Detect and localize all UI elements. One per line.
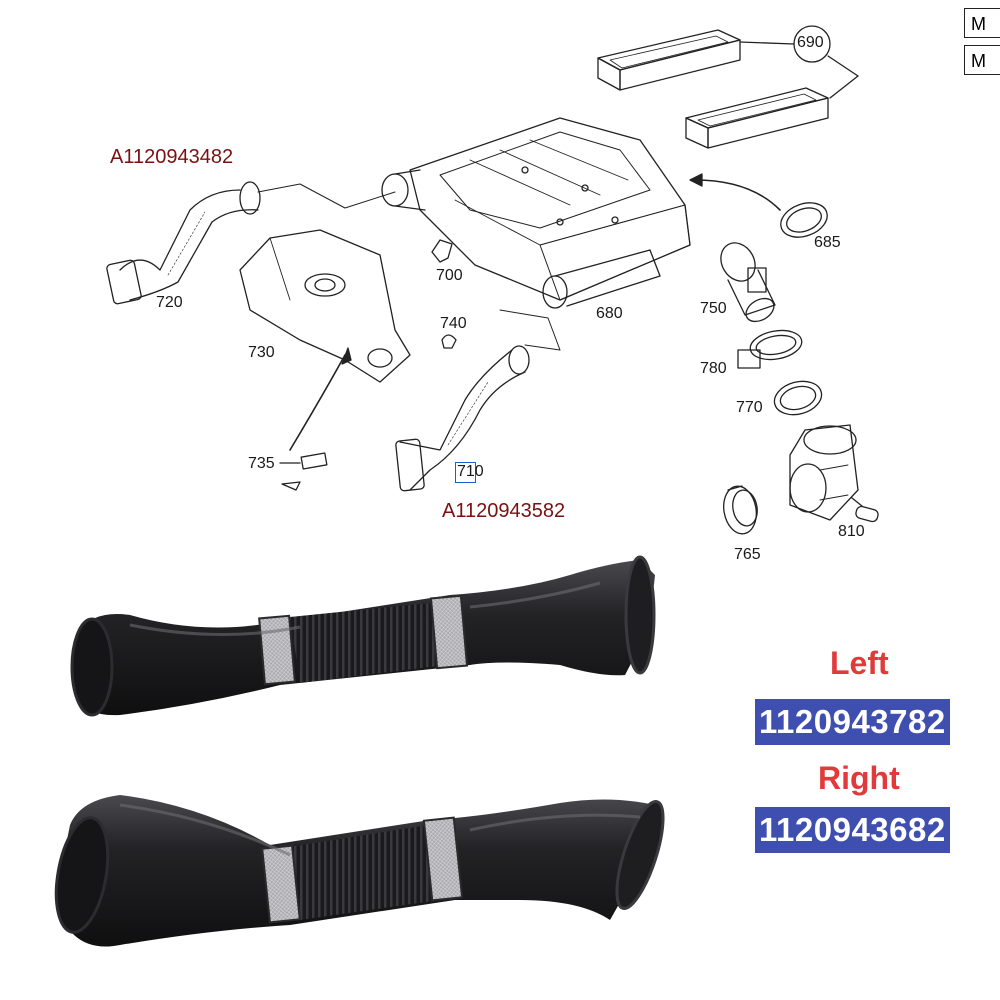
callout-780: 780: [700, 360, 727, 377]
part-number-lower: A1120943582: [442, 500, 566, 522]
callout-765: 765: [734, 546, 761, 563]
callout-710-highlight: [455, 462, 476, 483]
seal-ring-685: [780, 202, 828, 238]
callout-740: 740: [440, 315, 467, 332]
throttle-body: [789, 424, 859, 521]
air-filter-housing: [381, 117, 691, 309]
part-number-upper: A1120943482: [110, 146, 234, 168]
callout-680: 680: [596, 305, 623, 322]
hose-clamp-765: [723, 485, 758, 535]
callout-720: 720: [156, 294, 183, 311]
left-label: Left: [830, 645, 889, 681]
callout-690: 690: [797, 34, 824, 51]
air-filter-element-upper: [597, 29, 741, 91]
callout-810: 810: [838, 523, 865, 540]
air-filter-element-lower: [685, 87, 829, 149]
callout-730: 730: [248, 344, 275, 361]
hose-clamp-780: [737, 329, 803, 369]
table-cell-top: M: [964, 8, 1000, 38]
pin-810: [851, 497, 879, 523]
callout-735: 735: [248, 455, 275, 472]
right-part-code: 1120943682: [755, 807, 950, 853]
exploded-parts-drawing: [106, 25, 879, 535]
clip-700: [431, 239, 453, 263]
mass-air-flow-sensor-750: [720, 242, 776, 323]
hose-photo-right: [54, 795, 665, 947]
intake-cover-730: [239, 229, 411, 383]
callout-685: 685: [814, 234, 841, 251]
callout-710: 710: [457, 463, 484, 480]
callout-750: 750: [700, 300, 727, 317]
hose-clamp-770: [773, 380, 823, 416]
callout-700: 700: [436, 267, 463, 284]
callout-770: 770: [736, 399, 763, 416]
grommet-740: [441, 334, 457, 349]
right-label: Right: [818, 760, 900, 796]
left-part-code: 1120943782: [755, 699, 950, 745]
table-cell-bottom: M: [964, 45, 1000, 75]
intake-hose-drawing-720: [106, 181, 261, 305]
fasteners-735: [279, 452, 328, 491]
hose-photos: [54, 555, 665, 947]
hose-photo-left: [70, 555, 656, 717]
intake-hose-drawing-710: [395, 309, 561, 492]
